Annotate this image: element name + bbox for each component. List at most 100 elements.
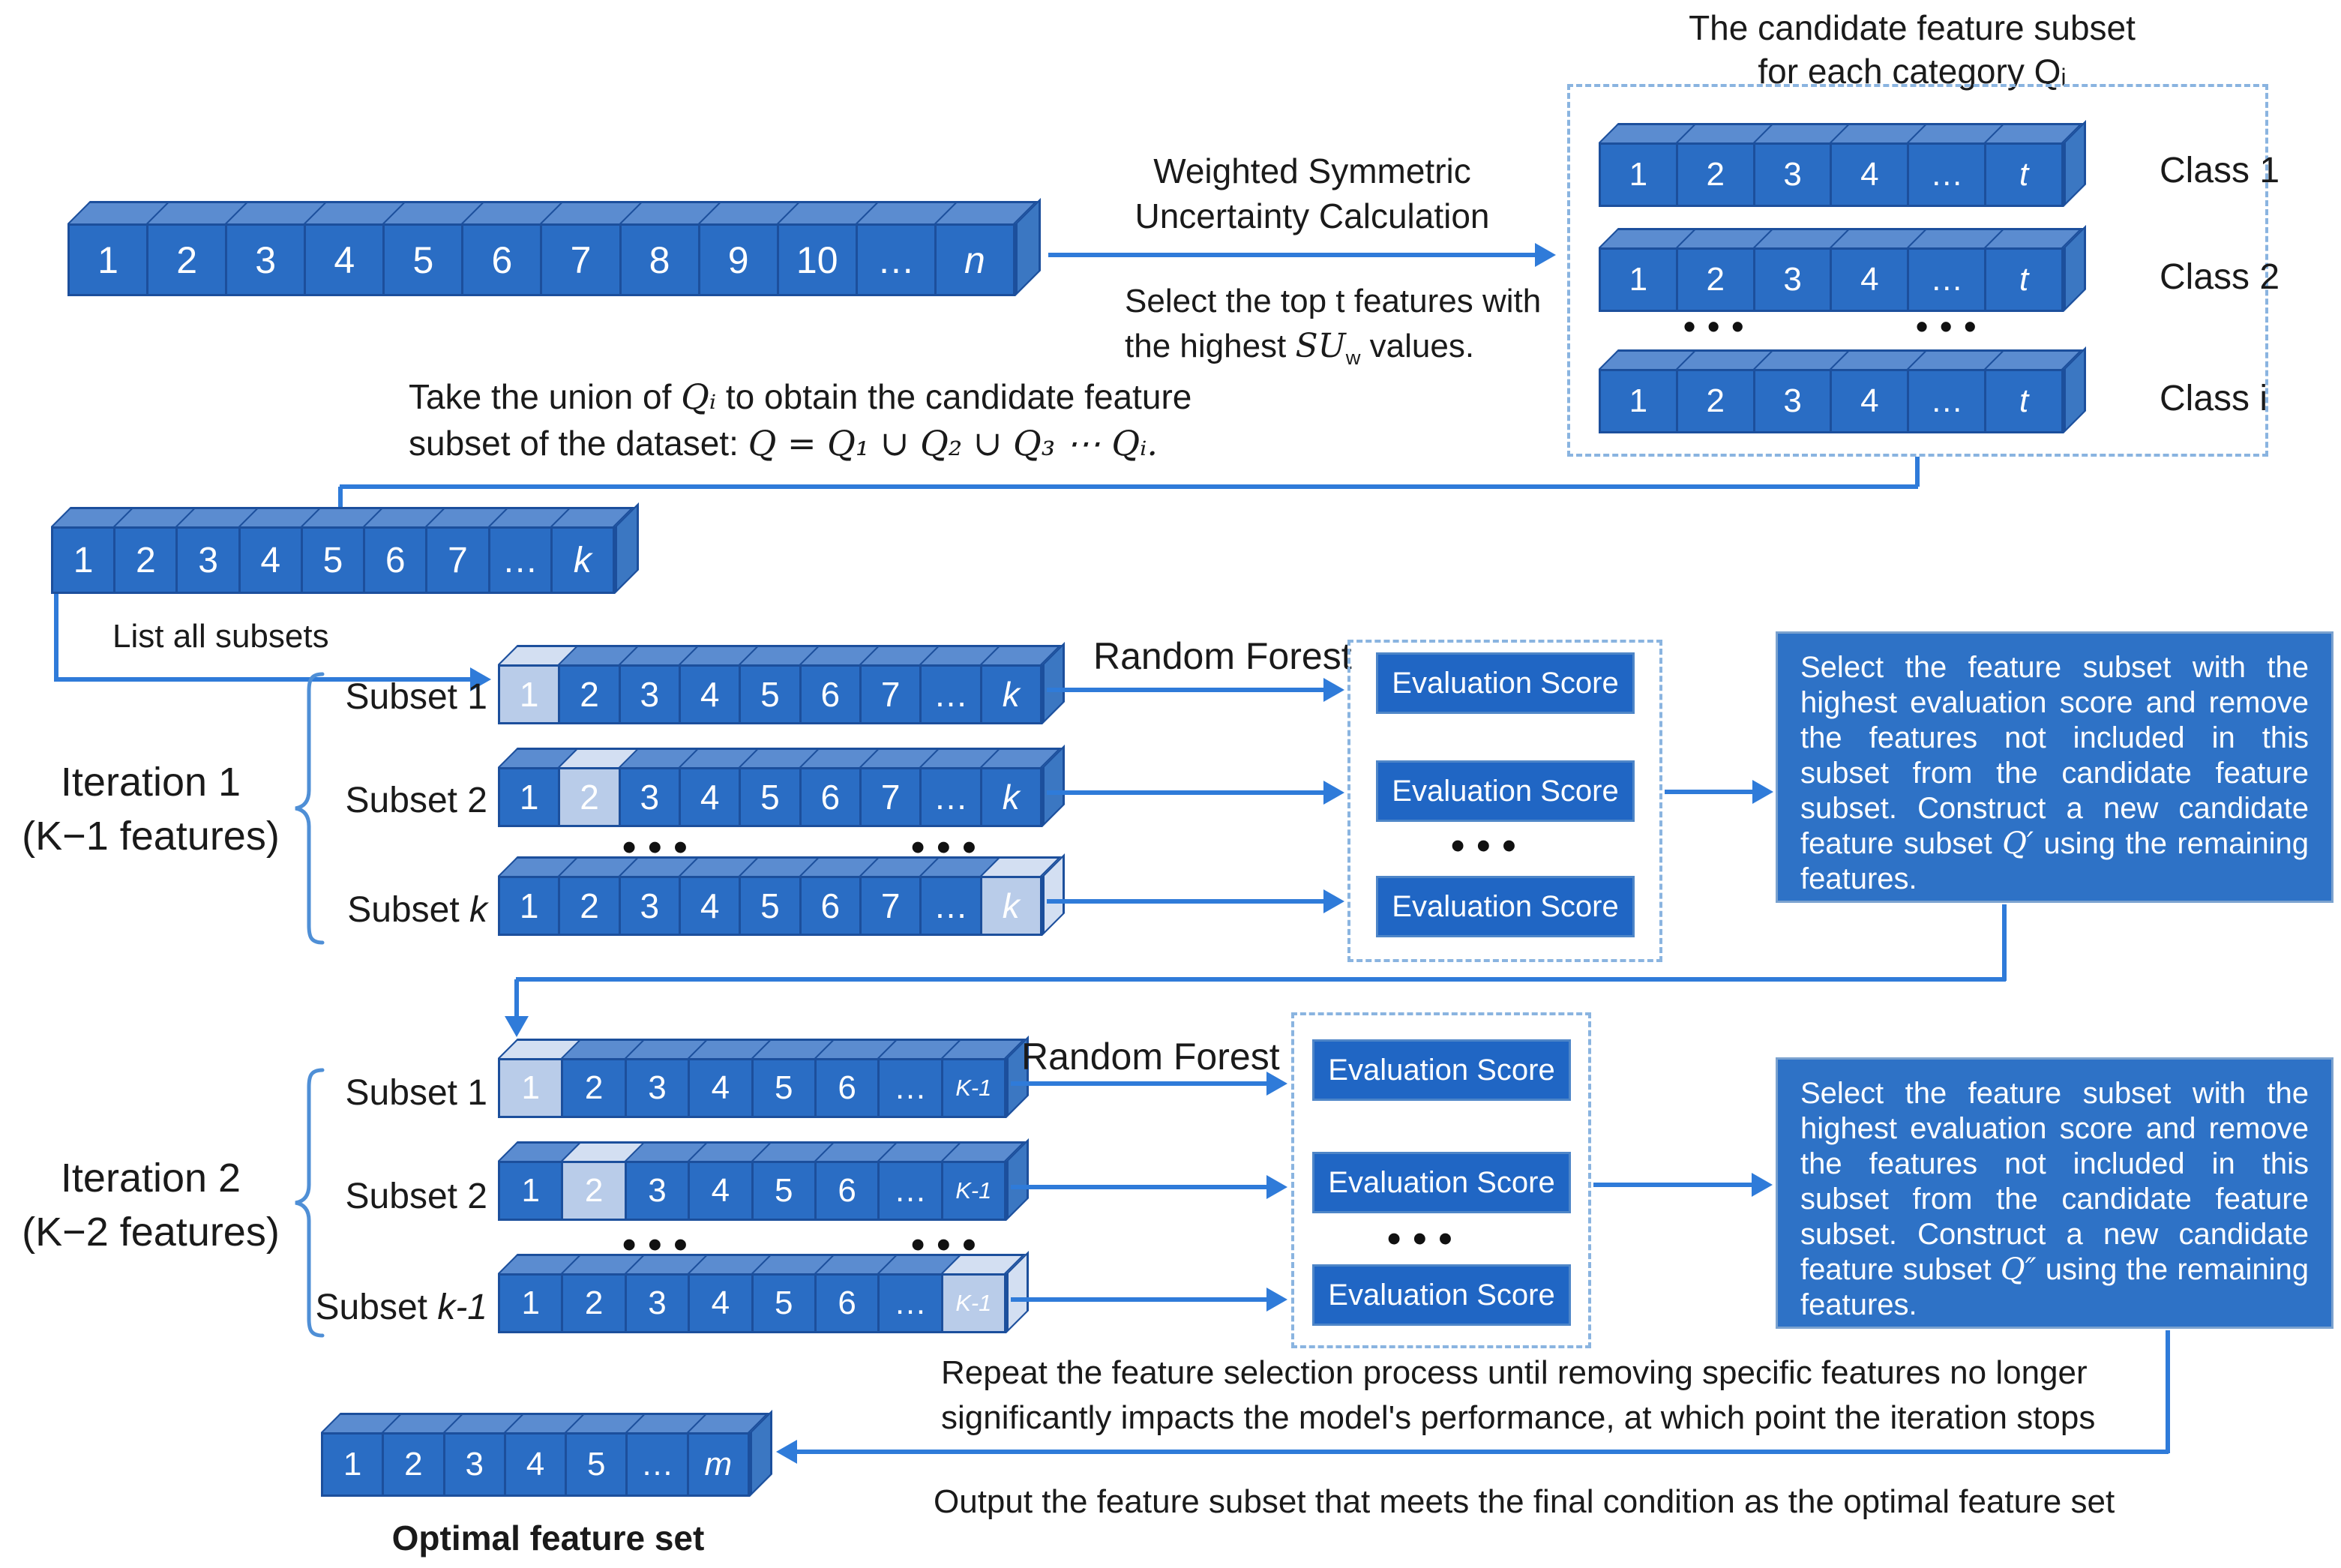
connector-line (54, 594, 58, 682)
evaluation-score-box: Evaluation Score (1376, 876, 1635, 937)
bar-cell: 1 (500, 1163, 564, 1219)
bar-cell: 2 (1677, 250, 1755, 310)
bar-cell: 2 (148, 226, 228, 294)
bar-cell: 2 (563, 1276, 627, 1331)
bar-cell: 1 (1601, 250, 1678, 310)
result-box-2: Select the feature subset with the highe… (1776, 1057, 2334, 1329)
bar-cell: … (880, 1276, 943, 1331)
arrow-subset2-eval2 (1011, 1185, 1267, 1189)
iteration2-subset1-label: Subset 1 (345, 1073, 487, 1113)
bar-cell: 5 (741, 878, 802, 934)
evaluation-ellipsis-1: ••• (1451, 824, 1528, 868)
bar-cell: 3 (620, 667, 681, 722)
bar-cell: 4 (690, 1276, 754, 1331)
evaluation-score-box: Evaluation Score (1376, 652, 1635, 714)
bar-cell: k (552, 529, 613, 592)
bar-cell: 2 (1677, 145, 1755, 205)
bar-cell: 7 (542, 226, 622, 294)
connector-line (2166, 1330, 2170, 1453)
bar-cell: 1 (1601, 145, 1678, 205)
bar-cell: … (1909, 145, 1987, 205)
arrow-to-candidate-bar (338, 487, 343, 508)
wsu-label-line1: Weighted Symmetric (1153, 151, 1471, 190)
bar-cell: 6 (816, 1163, 880, 1219)
candidate-subsets-box (1567, 84, 2268, 457)
arrow-to-iteration2 (514, 979, 519, 1017)
bar-cell: 1 (500, 1060, 564, 1116)
bar-cell: 4 (240, 529, 303, 592)
arrow-eval-result-2 (1593, 1183, 1752, 1187)
arrow-subset1-eval2 (1011, 1081, 1267, 1086)
bar-cell: 1 (70, 226, 149, 294)
select-top-t-label: Select the top t features with the highe… (1125, 279, 1541, 380)
random-forest-label-1: Random Forest (1093, 635, 1352, 677)
select-top-t-line1: Select the top t features with (1125, 283, 1542, 319)
class-ellipsis-left: ••• (1683, 307, 1756, 346)
bar-cell: 4 (1832, 371, 1910, 431)
bar-cell: K-1 (943, 1060, 1004, 1116)
class-ellipsis-right: ••• (1916, 307, 1989, 346)
bar-cell: 7 (427, 529, 490, 592)
bar-cell: 4 (1832, 145, 1910, 205)
evaluation-score-box: Evaluation Score (1312, 1264, 1571, 1326)
bar-cell: 10 (778, 226, 858, 294)
bar-cell: … (922, 667, 982, 722)
arrow-subsetk1-eval2 (1011, 1297, 1267, 1302)
iteration2-subtitle: (K−2 features) (22, 1210, 280, 1255)
iteration1-title: Iteration 1 (60, 760, 241, 805)
bar-cell: t (1986, 250, 2061, 310)
bar-cell: … (922, 878, 982, 934)
bar-cell: 3 (626, 1276, 691, 1331)
bar-cell: K-1 (943, 1276, 1004, 1331)
iteration2-subsetk1-label: Subset k-1 (315, 1288, 487, 1327)
arrow-subset1-eval (1047, 688, 1324, 692)
iteration2-title: Iteration 2 (60, 1156, 241, 1201)
bar-cell: 1 (500, 878, 561, 934)
wsu-label-line2: Uncertainty Calculation (1135, 196, 1490, 235)
bar-cell: 5 (567, 1435, 628, 1495)
bar-cell: … (1909, 371, 1987, 431)
arrow-list-subsets (54, 677, 471, 682)
bar-cell: 5 (302, 529, 366, 592)
iteration2-subset2-label: Subset 2 (345, 1177, 487, 1216)
bar-cell: 2 (560, 769, 621, 825)
bar-cell: 3 (178, 529, 241, 592)
bar-cell: 3 (1755, 371, 1833, 431)
bar-cell: 3 (620, 769, 681, 825)
bar-cell: 1 (500, 1276, 564, 1331)
iteration1-subset1-label: Subset 1 (345, 677, 487, 717)
evaluation-score-box: Evaluation Score (1312, 1152, 1571, 1213)
bar-cell: 6 (816, 1276, 880, 1331)
bar-cell: 7 (861, 667, 922, 722)
bar-cell: 3 (227, 226, 307, 294)
bar-cell: 1 (53, 529, 116, 592)
bar-cell: 1 (323, 1435, 385, 1495)
arrow-eval-result-1 (1665, 790, 1753, 794)
bar-cell: 4 (690, 1060, 754, 1116)
classi-label: Class i (2160, 379, 2268, 418)
bar-cell: … (922, 769, 982, 825)
bar-cell: t (1986, 145, 2061, 205)
bar-cell: 5 (741, 769, 802, 825)
connector-line (2002, 904, 2007, 981)
bar-cell: 6 (801, 878, 862, 934)
connector-line (516, 977, 2006, 982)
bar-cell: … (628, 1435, 689, 1495)
arrow-wsu (1048, 253, 1536, 257)
evaluation-box-group-2 (1291, 1012, 1591, 1348)
bar-cell: 5 (753, 1276, 817, 1331)
union-note: Take the union of Qᵢ to obtain the candi… (409, 373, 1191, 466)
class1-label: Class 1 (2160, 151, 2280, 190)
bar-cell: 7 (861, 878, 922, 934)
bar-cell: 6 (801, 667, 862, 722)
bar-cell: k (982, 769, 1040, 825)
bar-cell: 3 (1755, 250, 1833, 310)
bar-cell: 6 (801, 769, 862, 825)
